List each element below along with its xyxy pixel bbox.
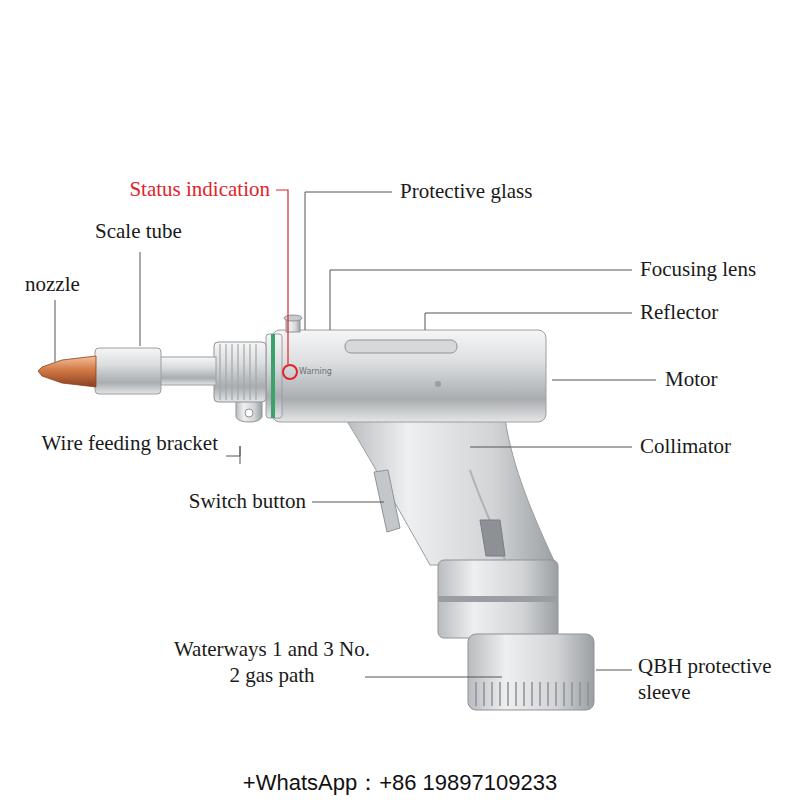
status-leader-line: [276, 190, 288, 364]
qbh-sleeve-part-part: [499, 682, 501, 706]
qbh-sleeve-part: [468, 634, 594, 710]
qbh-sleeve-part-part: [579, 682, 581, 706]
front-ring-part: [266, 334, 282, 418]
qbh-sleeve-part-part: [483, 682, 485, 706]
collar-nut-part-part: [243, 344, 244, 400]
gun-body-part: [435, 381, 441, 387]
qbh-sleeve-part-part: [587, 682, 589, 706]
switch-button-part: [374, 470, 400, 532]
scale-tube: [95, 348, 161, 394]
leader-lines-part: [226, 446, 240, 464]
switch-button: [374, 470, 400, 532]
copper-nozzle: [38, 356, 96, 387]
qbh-sleeve-part-part: [539, 682, 541, 706]
leader-lines-part: [365, 677, 502, 678]
housing-marking: Warning: [299, 367, 332, 377]
handle-collar: [438, 560, 558, 638]
part-label: Protective glass: [400, 179, 532, 204]
qbh-sleeve-part-part: [531, 682, 533, 706]
leader-lines-part: [470, 447, 632, 448]
top-knob-part: [284, 315, 302, 321]
top-knob: [284, 315, 302, 332]
qbh-sleeve: [468, 634, 594, 710]
qbh-sleeve-part-part: [515, 682, 517, 706]
leader-lines-part: [140, 252, 141, 346]
part-label: nozzle: [25, 272, 80, 297]
handle: [345, 418, 556, 565]
leader-lines-part: [330, 270, 632, 330]
handle-part: [470, 470, 505, 560]
handle-part: [345, 418, 556, 565]
front-ring: [266, 334, 282, 418]
qbh-sleeve-part-part: [491, 682, 493, 706]
collar-nut-part-part: [255, 344, 256, 400]
collar-nut-part-part: [237, 344, 238, 400]
shaft: [158, 357, 216, 385]
collar-nut-part-part: [225, 344, 226, 400]
status-leader-line-part: [276, 190, 288, 364]
part-label: Focusing lens: [640, 257, 756, 282]
part-label: Wire feeding bracket: [42, 431, 218, 456]
qbh-sleeve-part: [476, 682, 588, 706]
part-label: Waterways 1 and 3 No. 2 gas path: [172, 637, 372, 687]
collar-nut-part: [220, 344, 256, 400]
part-label: Scale tube: [95, 219, 182, 244]
qbh-sleeve-part-part: [507, 682, 509, 706]
part-label: QBH protective sleeve: [638, 654, 790, 704]
part-label: Collimator: [640, 434, 731, 459]
qbh-sleeve-part-part: [523, 682, 525, 706]
status-label: Status indication: [129, 177, 270, 202]
leader-lines-part: [55, 300, 56, 362]
handle-part: [480, 520, 505, 556]
qbh-sleeve-part-part: [555, 682, 557, 706]
part-label: Reflector: [640, 300, 718, 325]
leader-lines-part: [596, 670, 632, 671]
qbh-sleeve-part-part: [547, 682, 549, 706]
part-label: Switch button: [189, 489, 306, 514]
leader-lines-part: [552, 380, 656, 381]
gun-body-part: [272, 330, 546, 422]
scale-tube-part: [95, 348, 161, 394]
collar-nut: [214, 342, 266, 402]
collar-nut-part-part: [249, 344, 250, 400]
qbh-sleeve-part-part: [563, 682, 565, 706]
leader-lines-part: [305, 192, 392, 330]
status-light-part: [283, 365, 297, 379]
front-ring-part: [271, 334, 275, 418]
leader-lines-part: [312, 502, 384, 503]
part-label: Motor: [665, 367, 718, 392]
leader-lines-part: [425, 313, 632, 330]
contact-watermark: +WhatsApp：+86 19897109233: [243, 770, 557, 796]
collar-nut-part-part: [231, 344, 232, 400]
gun-body: [272, 330, 546, 422]
handle-collar-part: [438, 560, 558, 638]
collar-nut-part-part: [219, 344, 220, 400]
handle-collar-part: [438, 596, 558, 602]
qbh-sleeve-part-part: [571, 682, 573, 706]
collar-nut-part: [214, 342, 266, 402]
gun-body-part: [345, 340, 457, 353]
status-light: [283, 365, 297, 379]
shaft-part: [158, 357, 216, 385]
copper-nozzle-part: [38, 356, 96, 387]
qbh-sleeve-part-part: [475, 682, 477, 706]
wire-feeding-bracket-part: [245, 409, 253, 417]
